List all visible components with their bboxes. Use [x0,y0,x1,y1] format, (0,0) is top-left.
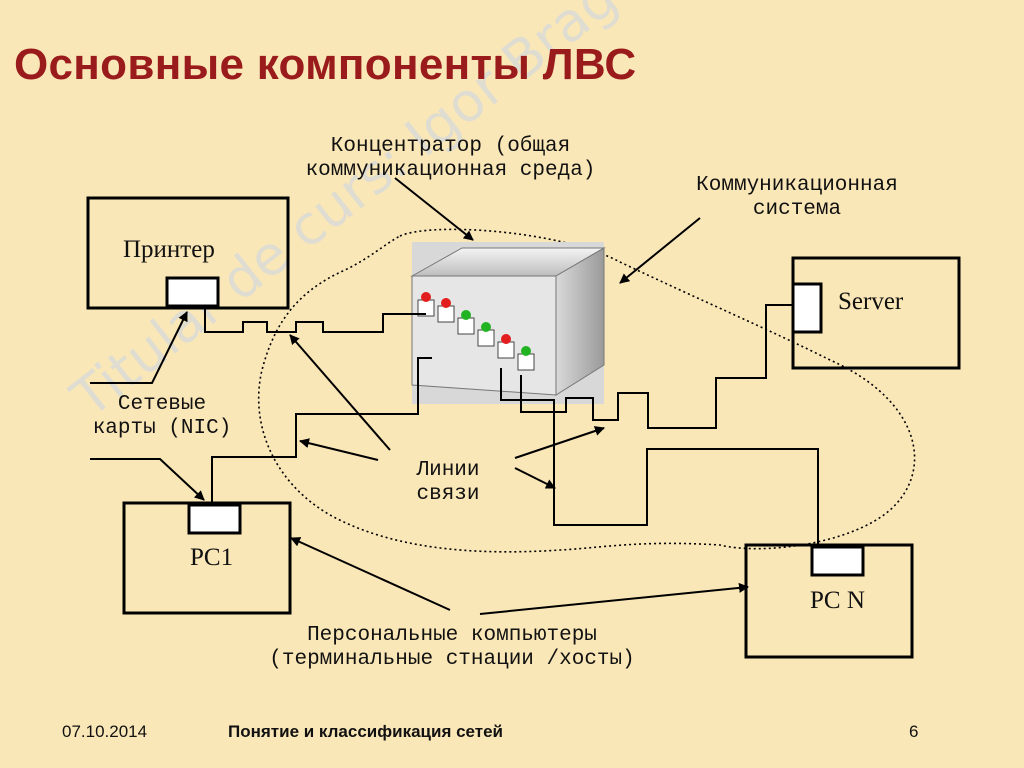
pc-caption-line2: (терминальные стнации /хосты) [269,648,635,671]
link-lines [204,304,819,547]
nic-caption-line2: карты (NIC) [92,417,232,440]
arrow-link-3 [514,426,605,459]
hub-caption: Концентратор (общая коммуникационная сре… [278,135,623,183]
pcn-nic [810,545,865,577]
links-caption: Линии связи [388,459,508,507]
comm-system-caption-line1: Коммуникационная [696,174,898,197]
nic-caption-line1: Сетевые [117,393,207,416]
printer-nic [165,276,220,308]
server-label: Server [838,288,904,315]
printer-box [86,196,290,310]
pc1-label: PC1 [190,544,234,571]
pc1-box [122,501,292,615]
pc-caption-line1: Персональные компьютеры [307,624,597,647]
arrow-nic-pc1 [90,458,205,501]
comm-system-caption-line2: система [752,198,842,221]
footer-topic: Понятие и классификация сетей [228,722,503,741]
arrow-comm-system [619,217,701,284]
pcn-box [744,543,914,659]
pc1-nic [187,503,242,535]
hub-caption-line1: Концентратор (общая [330,135,571,158]
footer-date: 07.10.2014 [62,722,148,741]
pcn-label: PC N [810,587,865,614]
arrow-link-4 [514,467,556,489]
arrow-pcn [479,582,749,615]
server-nic [791,282,823,334]
hub-icon [410,242,606,404]
comm-system-caption: Коммуникационная система [662,174,932,222]
slide-title: Основные компоненты ЛВС [14,40,637,89]
pc-caption: Персональные компьютеры (терминальные ст… [222,624,682,672]
links-caption-line1: Линии [416,459,480,482]
nic-caption: Сетевые карты (NIC) [62,393,262,441]
footer-page-number: 6 [909,722,919,741]
arrow-pc1 [290,537,451,611]
arrow-link-1 [289,334,391,451]
arrow-link-2 [299,438,379,461]
arrow-hub [394,177,474,241]
hub-caption-line2: коммуникационная среда) [305,159,596,182]
links-caption-line2: связи [416,483,480,506]
arrow-nic-printer [90,311,188,384]
printer-label: Принтер [123,236,215,263]
